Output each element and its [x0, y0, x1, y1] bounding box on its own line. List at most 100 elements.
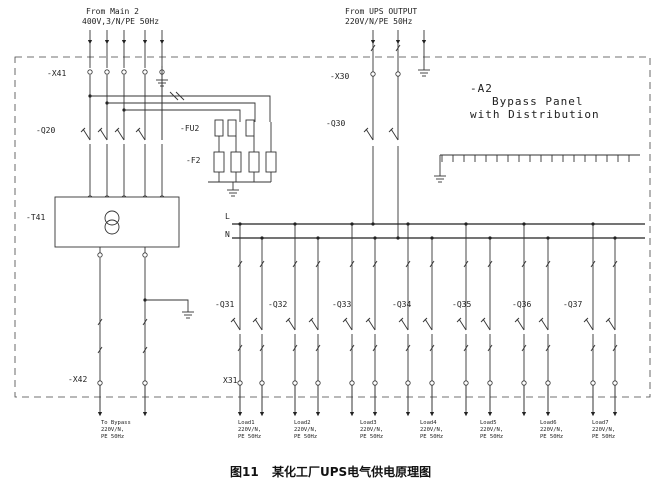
surge-protector: [248, 151, 260, 173]
breaker-label: -Q37: [563, 300, 582, 309]
terminal: [292, 380, 298, 386]
breaker-blade: [482, 318, 491, 331]
breaker-label: -Q35: [452, 300, 471, 309]
break-mark: [521, 260, 527, 268]
breaker-label: -Q31: [215, 300, 234, 309]
break-mark: [545, 344, 551, 352]
breaker-blade: [607, 318, 616, 331]
break-mark: [315, 260, 321, 268]
terminal: [370, 71, 376, 77]
breaker-blade: [367, 318, 376, 331]
bus-n-label: N: [225, 230, 230, 239]
main2-source-line2: 400V,3/N/PE 50Hz: [82, 17, 159, 26]
breaker-trip: [422, 317, 428, 323]
q30-label: -Q30: [326, 119, 345, 128]
output-name: Load4: [420, 420, 437, 426]
breaker-blade: [516, 318, 525, 331]
break-mark: [405, 260, 411, 268]
breaker-blade: [400, 318, 409, 331]
terminal: [463, 380, 469, 386]
output-extra: PE 50Hz: [238, 434, 261, 440]
junction-dot: [350, 222, 354, 226]
panel-tag: -A2: [470, 82, 493, 95]
junction-dot: [613, 236, 617, 240]
x31-label: X31: [223, 376, 238, 385]
output-spec: 220V/N,: [101, 427, 124, 433]
output-load2: Load2 220V/N, PE 50Hz: [294, 420, 317, 440]
output-load3: Load3 220V/N, PE 50Hz: [360, 420, 383, 440]
junction-dot: [293, 222, 297, 226]
breaker-trip: [97, 127, 103, 133]
terminal: [259, 380, 265, 386]
break-mark: [259, 260, 265, 268]
breaker-blade: [82, 128, 91, 141]
output-load5: Load5 220V/N, PE 50Hz: [480, 420, 503, 440]
break-mark: [142, 346, 148, 354]
terminal: [87, 69, 93, 75]
breaker-blade: [365, 128, 374, 141]
break-mark: [370, 44, 376, 52]
surge-protector: [230, 151, 242, 173]
wire: [124, 109, 241, 122]
break-mark: [395, 44, 401, 52]
output-extra: PE 50Hz: [540, 434, 563, 440]
output-load4: Load4 220V/N, PE 50Hz: [420, 420, 443, 440]
terminal: [142, 252, 148, 258]
break-mark: [521, 344, 527, 352]
output-extra: PE 50Hz: [592, 434, 615, 440]
terminal: [142, 69, 148, 75]
terminal: [395, 71, 401, 77]
junction-dot: [591, 222, 595, 226]
breaker-trip: [398, 317, 404, 323]
breaker-blade: [232, 318, 241, 331]
junction-dot: [238, 222, 242, 226]
junction-dot: [316, 236, 320, 240]
break-mark: [590, 344, 596, 352]
fuse: [245, 119, 255, 137]
break-mark: [429, 260, 435, 268]
output-load7: Load7 220V/N, PE 50Hz: [592, 420, 615, 440]
panel-title-line1: Bypass Panel: [492, 95, 583, 108]
output-labels: To Bypass 220V/N, PE 50Hz Load1 220V/N, …: [101, 420, 615, 440]
breaker-trip: [388, 127, 394, 133]
terminal: [104, 69, 110, 75]
break-mark: [349, 344, 355, 352]
breaker-label: -Q34: [392, 300, 411, 309]
break-mark: [237, 260, 243, 268]
bus-l-label: L: [225, 212, 230, 221]
break-mark: [142, 318, 148, 326]
junction-dot: [396, 236, 400, 240]
terminal: [429, 380, 435, 386]
break-mark: [487, 344, 493, 352]
breaker-blade: [137, 128, 146, 141]
junction-dot: [406, 222, 410, 226]
breaker-trip: [80, 127, 86, 133]
breaker-trip: [538, 317, 544, 323]
output-spec: 220V/N,: [238, 427, 261, 433]
breaker-trip: [480, 317, 486, 323]
breaker-trip: [308, 317, 314, 323]
breaker-blade: [116, 128, 125, 141]
breaker-trip: [363, 127, 369, 133]
junction-dot: [430, 236, 434, 240]
break-mark: [97, 346, 103, 354]
break-mark: [405, 344, 411, 352]
ups-source-line1: From UPS OUTPUT: [345, 7, 417, 16]
breaker-trip: [114, 127, 120, 133]
t41-label: -T41: [26, 213, 45, 222]
wire: [90, 95, 271, 122]
junction-dot: [464, 222, 468, 226]
output-extra: PE 50Hz: [360, 434, 383, 440]
caption-figure: 图11: [230, 465, 259, 479]
breaker-trip: [365, 317, 371, 323]
junction-dot: [373, 236, 377, 240]
break-mark: [429, 344, 435, 352]
breaker-label: -Q36: [512, 300, 531, 309]
breaker-label: -Q33: [332, 300, 351, 309]
break-mark: [463, 344, 469, 352]
wire: [145, 299, 189, 312]
break-mark: [292, 344, 298, 352]
break-mark: [590, 260, 596, 268]
breaker-trip: [514, 317, 520, 323]
